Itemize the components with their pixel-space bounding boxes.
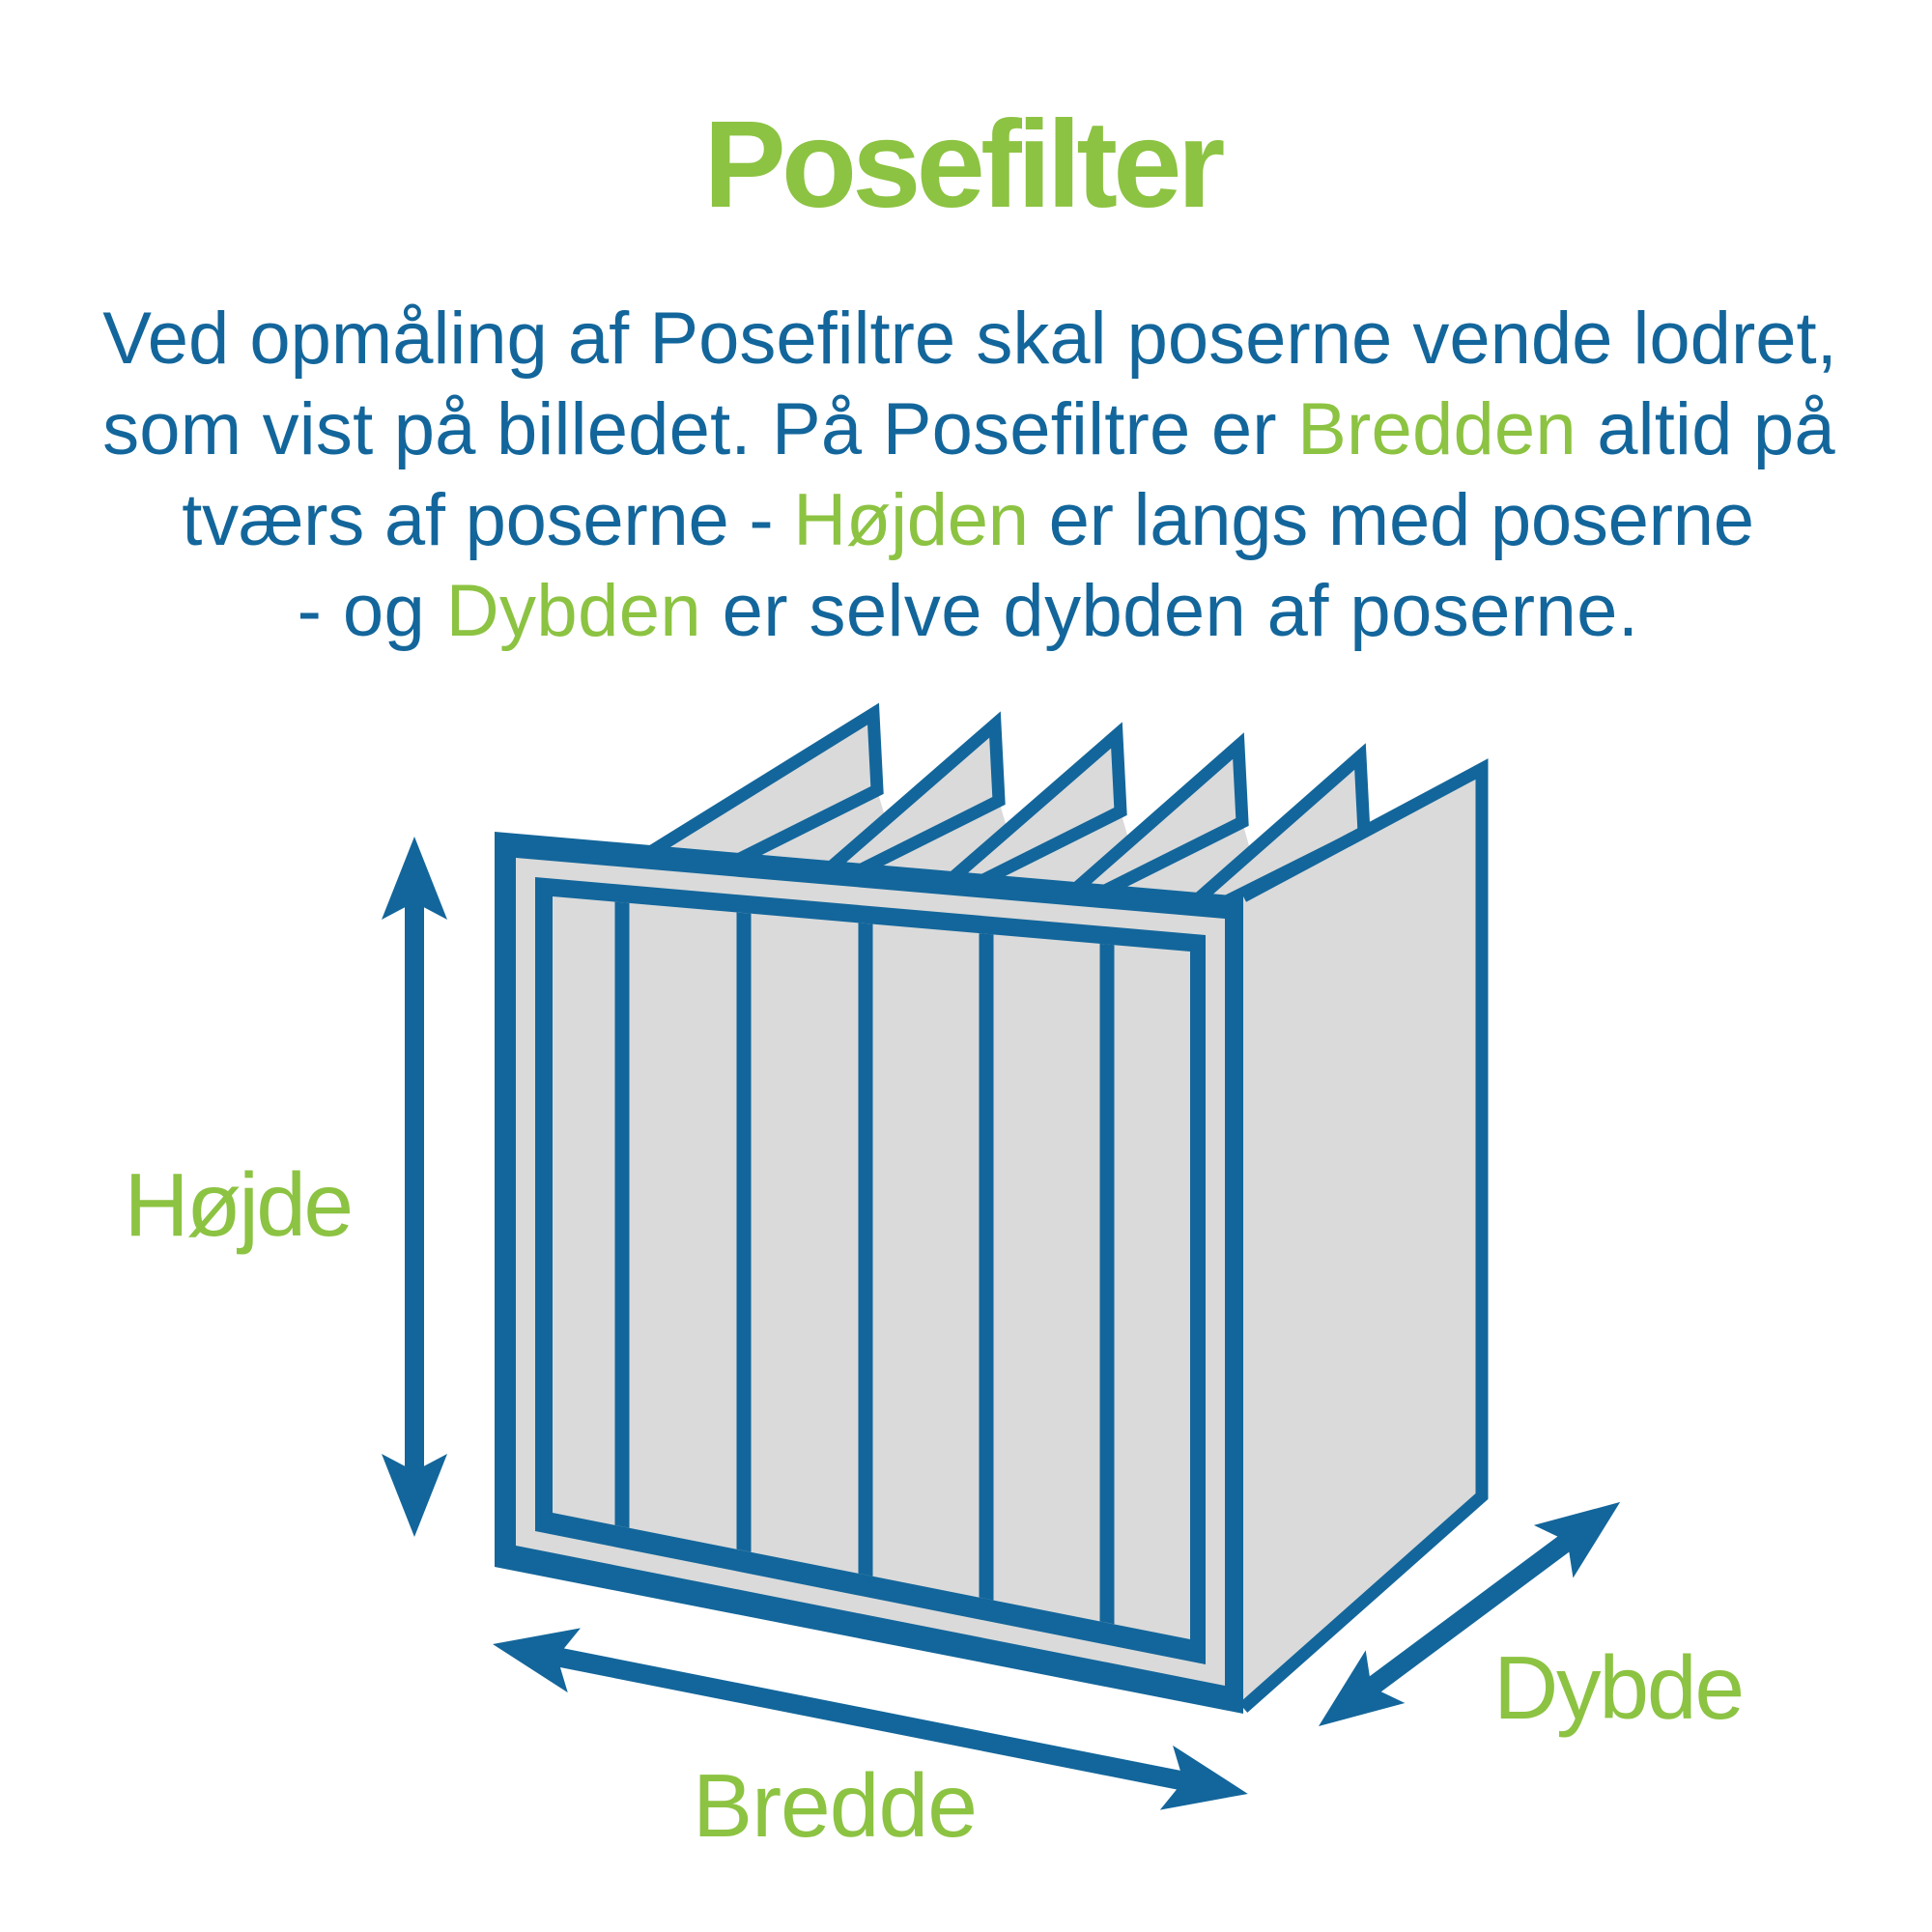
svg-text:Højde: Højde bbox=[124, 1154, 351, 1255]
svg-text:Dybde: Dybde bbox=[1493, 1637, 1743, 1738]
svg-text:- og Dybden er selve dybden af: - og Dybden er selve dybden af poserne. bbox=[298, 570, 1639, 652]
svg-text:som vist på billedet. På Posef: som vist på billedet. På Posefiltre er B… bbox=[102, 388, 1835, 470]
svg-text:tværs af poserne - Højden er l: tværs af poserne - Højden er langs med p… bbox=[182, 479, 1754, 561]
svg-text:Ved opmåling af Posefiltre ska: Ved opmåling af Posefiltre skal poserne … bbox=[102, 298, 1837, 380]
svg-text:Bredde: Bredde bbox=[693, 1755, 977, 1856]
svg-text:Posefilter: Posefilter bbox=[703, 96, 1223, 234]
